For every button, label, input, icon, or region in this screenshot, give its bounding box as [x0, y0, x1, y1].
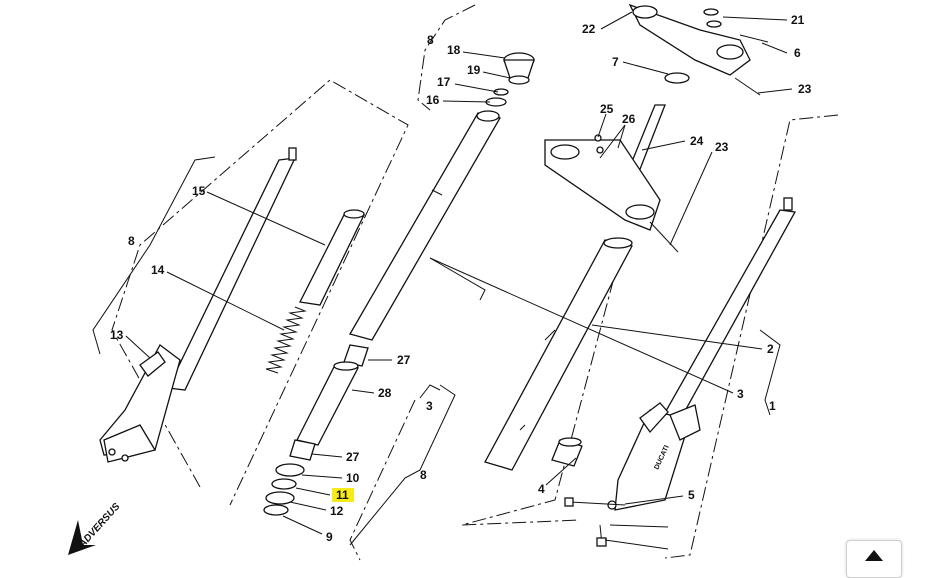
callout-17: 17 — [437, 75, 451, 89]
callout-26: 26 — [622, 112, 636, 126]
callout-5: 5 — [688, 488, 695, 502]
callout-8: 8 — [427, 33, 434, 47]
callout-labels: 15 8 14 13 8 18 19 17 16 27 28 3 27 8 10… — [110, 13, 812, 544]
callout-18: 18 — [447, 43, 461, 57]
leader-lines — [125, 11, 793, 550]
callout-1: 1 — [769, 399, 776, 413]
callout-22: 22 — [582, 22, 596, 36]
steering-assembly — [544, 3, 769, 253]
callout-27: 27 — [397, 353, 411, 367]
callout-8: 8 — [420, 468, 427, 482]
callout-12: 12 — [330, 504, 344, 518]
chevron-up-icon — [865, 550, 883, 561]
callout-4: 4 — [538, 482, 545, 496]
callout-6: 6 — [794, 46, 801, 60]
part-15-tube — [299, 209, 365, 306]
highlight-marker — [332, 488, 354, 502]
left-fork-assembly — [92, 79, 409, 506]
middle-dashed-frame — [349, 399, 416, 561]
callout-3: 3 — [737, 387, 744, 401]
callout-21: 21 — [791, 13, 805, 27]
callout-19: 19 — [467, 63, 481, 77]
callout-24: 24 — [690, 134, 704, 148]
callout-10: 10 — [346, 471, 360, 485]
callout-28: 28 — [378, 386, 392, 400]
callout-9: 9 — [326, 530, 333, 544]
callout-27: 27 — [346, 450, 360, 464]
bracket-8-lower — [349, 384, 456, 546]
callout-23: 23 — [715, 140, 729, 154]
right-fork-assembly — [461, 114, 839, 559]
brand-mark: ADVERSUS — [76, 501, 122, 551]
callout-7: 7 — [612, 55, 619, 69]
scroll-to-top-button[interactable] — [846, 540, 902, 578]
callout-8: 8 — [128, 234, 135, 248]
adversus-logo: ADVERSUS — [68, 501, 123, 555]
callout-16: 16 — [426, 93, 440, 107]
callout-2: 2 — [767, 342, 774, 356]
callout-13: 13 — [110, 328, 124, 342]
callout-15: 15 — [192, 184, 206, 198]
callout-14: 14 — [151, 263, 165, 277]
callout-3: 3 — [426, 399, 433, 413]
callout-25: 25 — [600, 102, 614, 116]
callout-23: 23 — [798, 82, 812, 96]
middle-damper-assembly — [263, 4, 535, 516]
callout-11: 11 — [336, 488, 349, 502]
part-14-spring — [265, 306, 307, 374]
